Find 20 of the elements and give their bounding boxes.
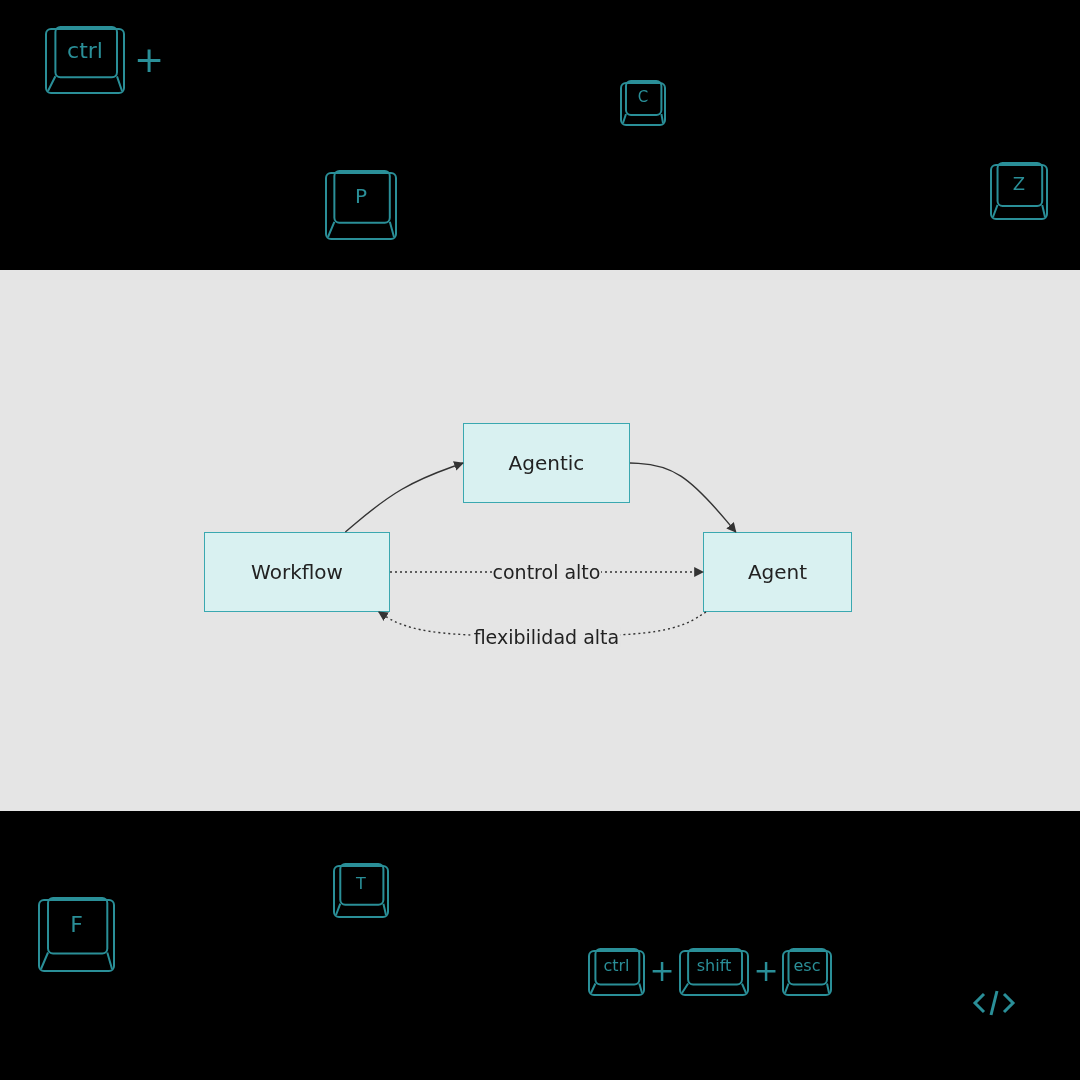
keycap: ctrl [588,948,645,996]
keycap: C [620,80,666,126]
process-box [463,423,630,503]
arrow [344,461,464,533]
node-label: Agentic [508,451,585,475]
plus-sign: + [133,42,165,78]
keycap: esc [782,948,832,996]
process-box [703,532,852,612]
keycap: shift [679,948,749,996]
keycap: T [333,863,389,918]
node-label: Agent [747,560,808,584]
process-box [204,532,390,612]
node-label: Workflow [251,560,343,584]
keycap: ctrl [45,26,125,94]
plus-sign: + [753,956,779,986]
keycap: F [38,897,115,972]
keycap: Z [990,162,1048,220]
arrow [629,462,737,533]
keycap: P [325,170,397,240]
plus-sign: + [649,956,675,986]
